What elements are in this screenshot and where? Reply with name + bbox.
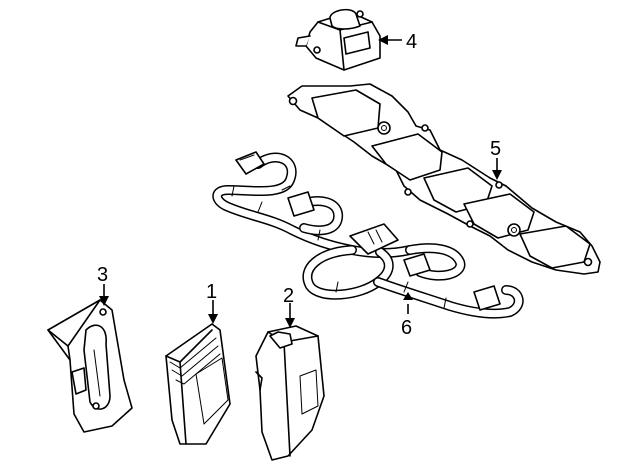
callout-6: 6 xyxy=(401,317,412,339)
callout-5: 5 xyxy=(490,138,501,160)
callout-arrow-1 xyxy=(208,300,218,324)
callout-3: 3 xyxy=(97,264,108,286)
callout-labels: 1 2 3 4 5 6 xyxy=(97,31,501,339)
callout-arrow-4 xyxy=(378,35,402,45)
part-5-coil-plate xyxy=(287,83,601,275)
callout-arrow-5 xyxy=(492,158,502,180)
callout-4: 4 xyxy=(406,31,417,53)
part-2-sensor-module xyxy=(255,325,325,461)
callout-1: 1 xyxy=(206,281,217,303)
part-4-module xyxy=(295,8,381,71)
part-3-bracket xyxy=(47,299,133,433)
callout-arrow-2 xyxy=(285,303,295,328)
part-1-control-module xyxy=(165,323,231,445)
part-6-wiring-harness xyxy=(212,151,524,319)
callout-arrow-6 xyxy=(403,292,413,314)
callout-arrow-3 xyxy=(99,284,109,306)
callout-2: 2 xyxy=(283,285,294,307)
